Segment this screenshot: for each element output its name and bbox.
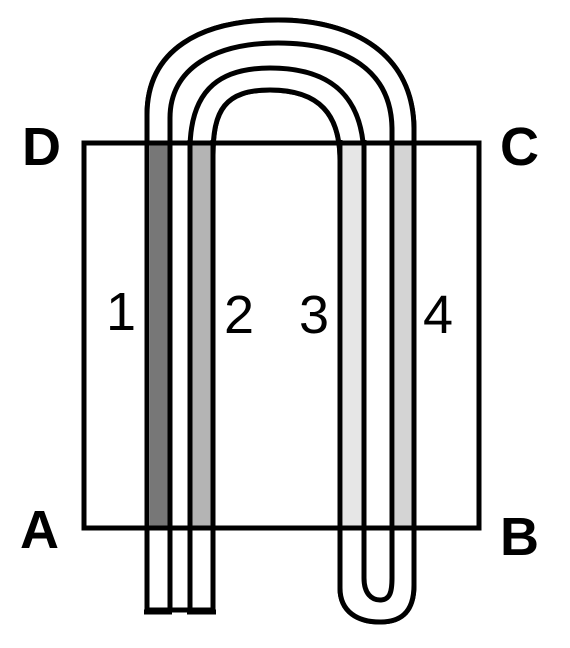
strip-3-shade (343, 145, 362, 526)
tube-walls (144, 140, 417, 612)
loop-tube (144, 17, 417, 625)
strip-label-4: 4 (423, 285, 453, 345)
strip-label-3: 3 (299, 285, 329, 345)
strip-label-2: 2 (224, 285, 254, 345)
corner-label-a: A (20, 500, 59, 560)
strip-4-shade (395, 145, 412, 526)
corner-label-d: D (22, 117, 61, 177)
square-abcd (81, 140, 482, 531)
corner-label-c: C (500, 117, 539, 177)
tube-outer-edge (144, 17, 417, 625)
corner-label-b: B (500, 507, 539, 567)
tube-body (144, 17, 417, 625)
strip-1-shade (150, 145, 168, 526)
strip-label-1: 1 (106, 282, 136, 342)
strip-2-shade (192, 145, 211, 526)
